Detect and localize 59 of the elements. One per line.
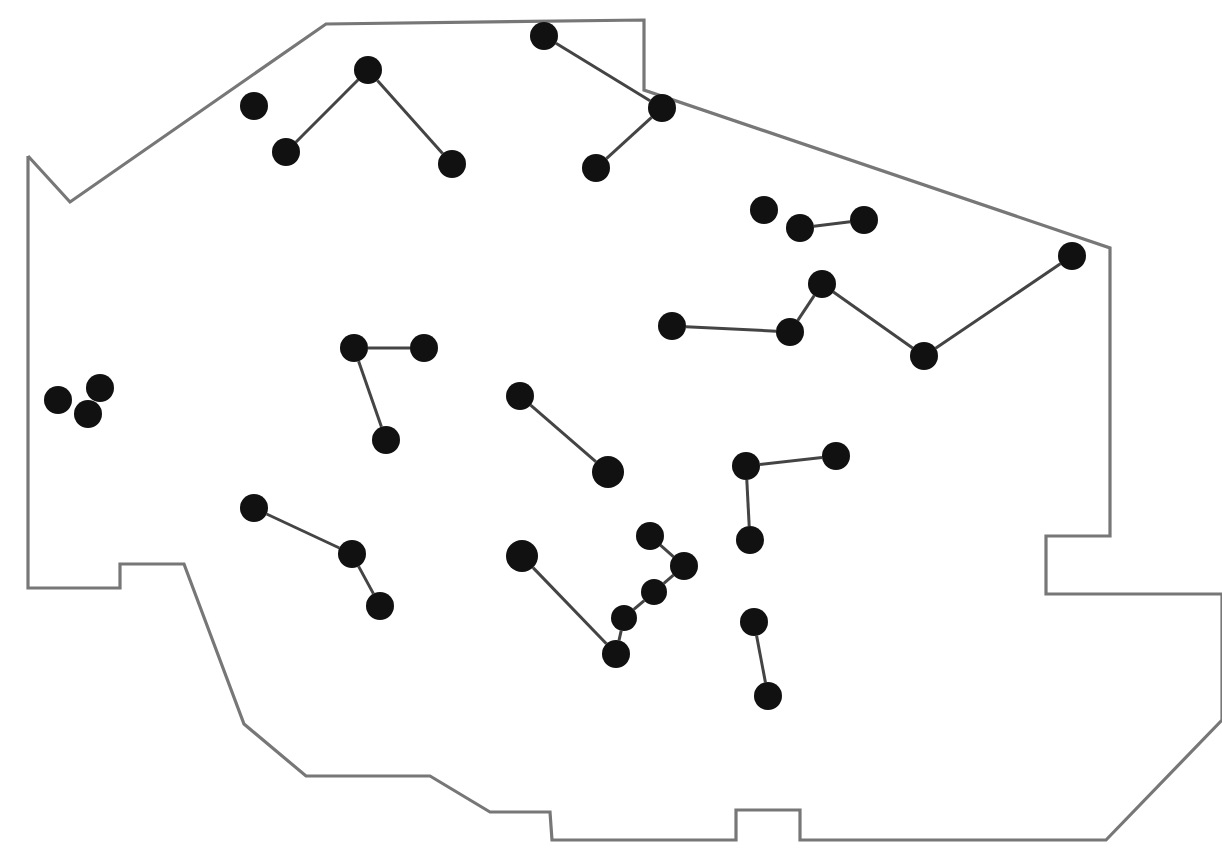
- connector-line: [555, 41, 651, 103]
- dot: [602, 640, 630, 668]
- connector-line: [294, 78, 360, 144]
- dot: [786, 214, 814, 242]
- dot: [636, 522, 664, 550]
- dot: [272, 138, 300, 166]
- dot: [850, 206, 878, 234]
- connector-line: [745, 479, 751, 527]
- dot: [750, 196, 778, 224]
- dot: [740, 608, 768, 636]
- connector-line: [529, 404, 597, 463]
- connector-line: [605, 116, 653, 160]
- connector-line: [368, 346, 410, 350]
- dot: [506, 382, 534, 410]
- connector-line: [685, 325, 777, 333]
- dot: [44, 386, 72, 414]
- connector-line: [813, 220, 851, 228]
- dot: [910, 342, 938, 370]
- dot: [611, 605, 637, 631]
- dot: [74, 400, 102, 428]
- connector-line: [832, 290, 914, 350]
- dot: [372, 426, 400, 454]
- dot: [732, 452, 760, 480]
- dot: [658, 312, 686, 340]
- dot: [736, 526, 764, 554]
- connector-line: [659, 544, 675, 558]
- connector-line: [796, 294, 816, 322]
- dot: [641, 579, 667, 605]
- dot: [366, 592, 394, 620]
- dot: [240, 494, 268, 522]
- dot: [338, 540, 366, 568]
- dot: [530, 22, 558, 50]
- dot: [582, 154, 610, 182]
- dot: [438, 150, 466, 178]
- dot: [670, 552, 698, 580]
- dot: [410, 334, 438, 362]
- connector-line: [755, 635, 767, 683]
- connector-line: [934, 262, 1062, 350]
- dot: [808, 270, 836, 298]
- connector-line: [662, 574, 675, 585]
- connector-line: [759, 456, 823, 466]
- dot: [822, 442, 850, 470]
- dot: [592, 456, 624, 488]
- dot: [1058, 242, 1086, 270]
- connector-line: [265, 512, 341, 550]
- dot: [86, 374, 114, 402]
- dot: [506, 540, 538, 572]
- connector-line: [376, 79, 444, 155]
- connector-line: [357, 565, 375, 595]
- dot: [648, 94, 676, 122]
- connector-line: [531, 566, 608, 645]
- dot: [754, 682, 782, 710]
- dot: [354, 56, 382, 84]
- connector-line: [632, 599, 646, 611]
- connector-line: [617, 630, 623, 641]
- dot: [776, 318, 804, 346]
- dot: [340, 334, 368, 362]
- dot: [240, 92, 268, 120]
- connector-line: [357, 360, 383, 428]
